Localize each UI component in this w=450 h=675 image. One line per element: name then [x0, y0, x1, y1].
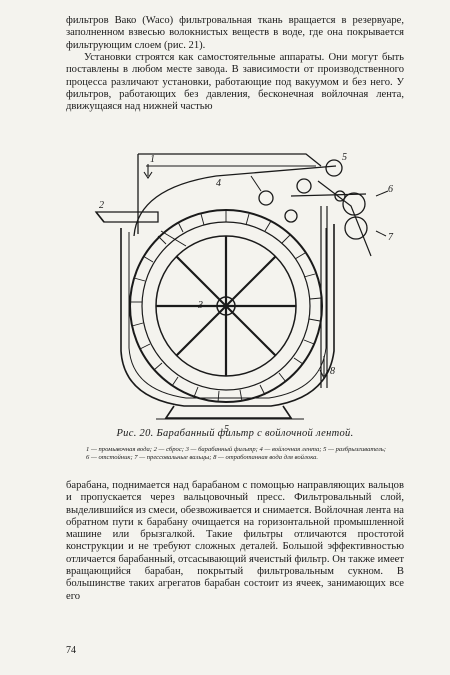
guide-rollers [258, 159, 368, 240]
tank-base [164, 405, 293, 419]
drum-filter-diagram: 1 2 3 4 5 6 7 8 5 [94, 152, 394, 435]
paragraph-body: барабана, поднимается над барабаном с по… [66, 480, 404, 602]
felt-belt [133, 165, 337, 237]
label-2: 2 [99, 200, 104, 211]
paragraph-top: фильтров Вако (Waco) фильтровальная ткан… [66, 15, 404, 51]
drum-outer [129, 209, 323, 403]
label-3: 3 [197, 300, 203, 311]
label-7: 7 [388, 232, 394, 243]
label-4: 4 [216, 178, 221, 189]
label-6: 6 [388, 184, 393, 195]
page-number: 74 [66, 645, 76, 656]
drum-filter-figure: 1 2 3 4 5 6 7 8 5 [66, 136, 406, 436]
figure-caption: Рис. 20. Барабанный фильтр с войлочной л… [116, 428, 354, 439]
tank-outline [120, 224, 335, 407]
label-8: 8 [330, 366, 335, 377]
discharge-trough [94, 211, 159, 223]
label-5-bottom: 5 [224, 424, 229, 435]
figure-legend: 1 — промывочная вода; 2 — сброс; 3 — бар… [86, 446, 386, 462]
label-5: 5 [342, 152, 347, 163]
drum-cells [130, 211, 322, 403]
paragraph-intro: Установки строятся как самостоятельные а… [66, 52, 404, 113]
drum-spokes [156, 236, 296, 376]
label-1: 1 [150, 154, 155, 165]
